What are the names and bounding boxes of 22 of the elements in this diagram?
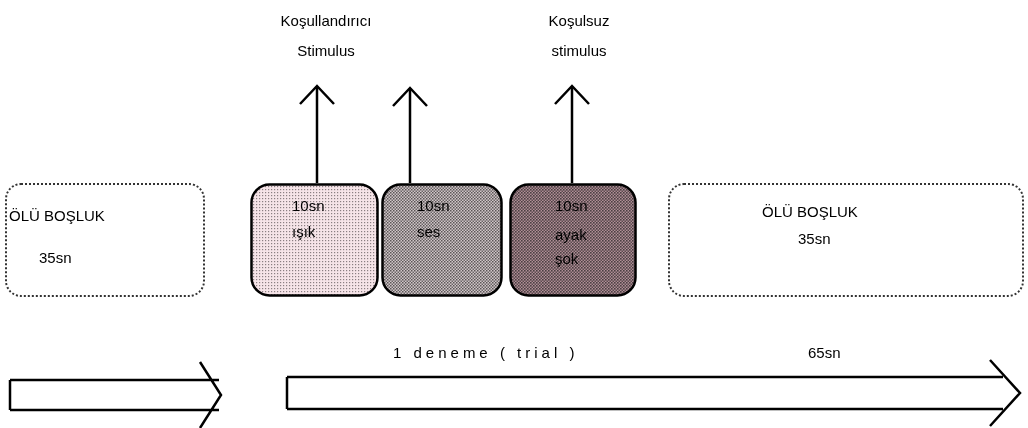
duration-label: 65sn	[808, 344, 841, 361]
dead-time-box	[668, 183, 1024, 297]
timeline-label: 1 deneme ( trial )	[393, 344, 579, 361]
node-text: 10sn	[292, 197, 325, 214]
node-text: 35sn	[798, 230, 831, 247]
dead-time-box	[5, 183, 205, 297]
node-text: 10sn	[555, 197, 588, 214]
node-text: 10sn	[417, 197, 450, 214]
stimulus-label: Koşullandırıcı Stimulus	[279, 11, 373, 61]
node-text: ışık	[292, 223, 316, 240]
stimulus-label: Koşulsuz stimulus	[547, 11, 611, 61]
node-title: ÖLÜ BOŞLUK	[762, 203, 858, 220]
stimulus-box	[509, 183, 637, 297]
stimulus-box	[381, 183, 503, 297]
node-text: 35sn	[39, 249, 72, 266]
node-title: ÖLÜ BOŞLUK	[9, 207, 105, 224]
arrow	[553, 84, 591, 183]
stimulus-box	[250, 183, 379, 297]
node-text: ses	[417, 223, 441, 240]
arrow	[298, 84, 336, 183]
node-text: ayak şok	[555, 225, 588, 269]
arrow	[391, 86, 429, 183]
